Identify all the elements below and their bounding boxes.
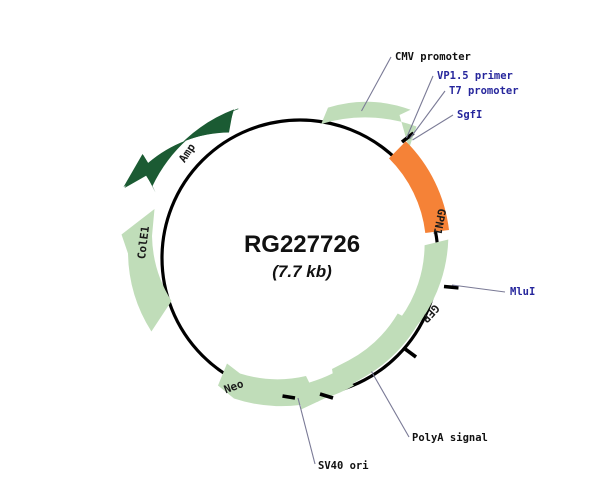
- leader-polya-signal: [371, 371, 410, 438]
- plasmid-size: (7.7 kb): [272, 262, 332, 281]
- callout-sv40-ori: SV40 ori: [318, 460, 369, 472]
- feature-cmv-promoter[interactable]: [321, 101, 417, 149]
- tick-polya-start: [319, 392, 334, 400]
- feature-arrow-cmv-promoter: [321, 101, 417, 149]
- feature-amp[interactable]: Amp: [123, 108, 239, 193]
- leader-sgfi: [412, 114, 454, 141]
- leader-mlui: [451, 284, 506, 293]
- feature-label-cole1: ColE1: [135, 225, 152, 260]
- feature-polya-signal[interactable]: [332, 313, 418, 394]
- feature-cole1[interactable]: ColE1: [121, 209, 172, 332]
- leader-cmv-promoter: [361, 56, 392, 112]
- tick-sgfi: [400, 131, 415, 144]
- leader-sv40-ori: [297, 397, 316, 465]
- feature-label-gpn1: GPN1: [430, 207, 448, 236]
- callout-mlui: MluI: [510, 286, 535, 298]
- plasmid-name: RG227726: [244, 231, 360, 258]
- tick-gfp-end: [403, 347, 418, 359]
- callout-t7-promoter: T7 promoter: [449, 85, 519, 97]
- feature-arrow-neo: [218, 363, 319, 407]
- tick-sv40-start: [282, 394, 296, 400]
- tick-mlui: [443, 284, 459, 290]
- feature-neo[interactable]: Neo: [218, 363, 319, 407]
- leader-t7-promoter: [409, 90, 446, 140]
- callout-vp15-primer: VP1.5 primer: [437, 70, 513, 82]
- feature-arrow-amp-body: [123, 109, 234, 187]
- feature-arrow-gfp: [385, 239, 449, 338]
- leader-vp15-primer: [405, 75, 434, 139]
- feature-arrow-polya-signal: [332, 313, 418, 393]
- callout-cmv-promoter: CMV promoter: [395, 51, 471, 63]
- feature-arrow-gpn1: [389, 141, 449, 233]
- callout-polya-signal: PolyA signal: [412, 432, 488, 444]
- feature-arrow-cole1: [121, 209, 172, 332]
- feature-gpn1[interactable]: GPN1: [389, 141, 449, 236]
- callout-sgfi: SgfI: [457, 109, 482, 121]
